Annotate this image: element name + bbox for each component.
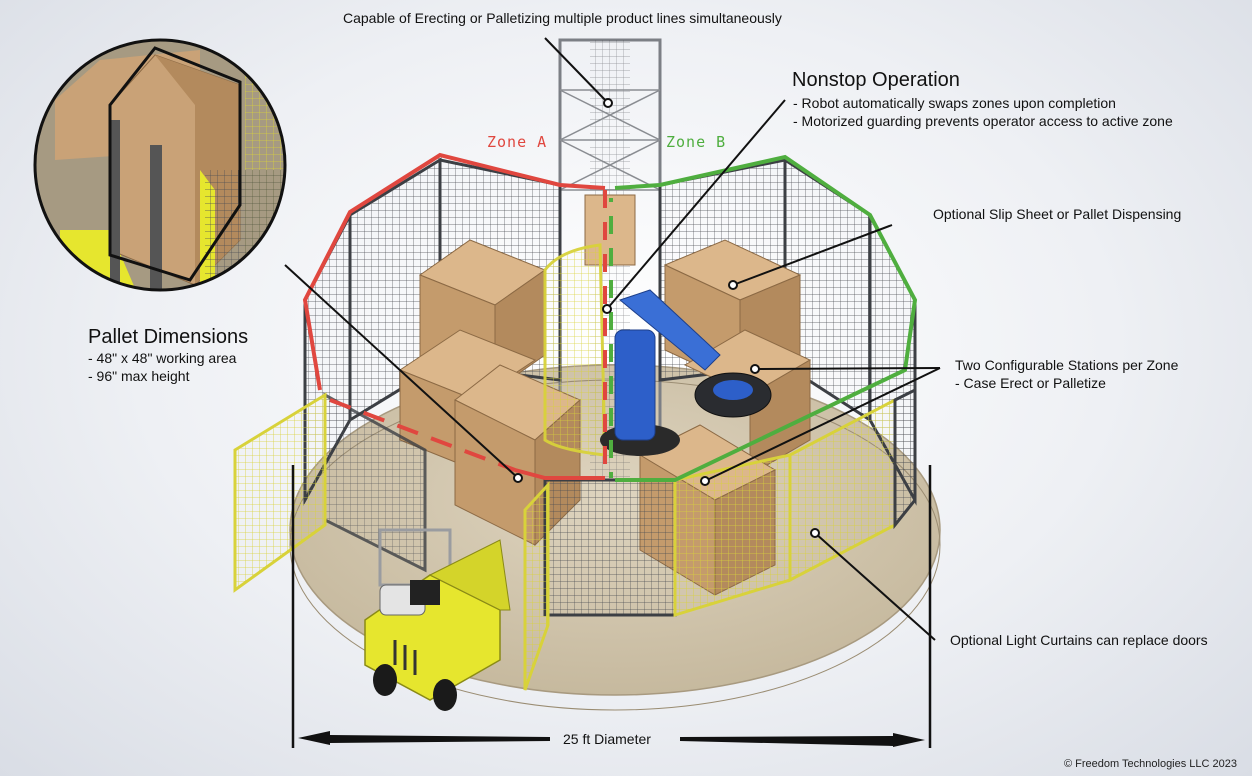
light-curtains-text: Optional Light Curtains can replace door… [950,632,1208,648]
nonstop-title: Nonstop Operation [792,69,960,91]
pallet-point-2: - 96" max height [88,368,190,384]
callout-lines [284,37,941,641]
stations-title: Two Configurable Stations per Zone [955,357,1179,373]
forklift [364,528,511,711]
zone-a-outline [302,152,607,480]
rotating-guard [543,243,607,457]
callout-dots [513,98,820,538]
nonstop-point-1: - Robot automatically swaps zones upon c… [793,95,1116,111]
zone-b-outline [609,154,918,482]
top-callout-text: Capable of Erecting or Palletizing multi… [343,10,782,26]
front-fence [233,387,917,691]
diameter-dimension [291,465,932,748]
diameter-label: 25 ft Diameter [563,731,651,747]
copyright: © Freedom Technologies LLC 2023 [1064,758,1238,770]
zone-a-label: Zone A [487,133,548,151]
pallet-point-1: - 48" x 48" working area [88,350,237,366]
robot-arm [600,289,772,456]
stations-point-1: - Case Erect or Palletize [955,375,1106,391]
slip-sheet-text: Optional Slip Sheet or Pallet Dispensing [933,206,1182,222]
nonstop-point-2: - Motorized guarding prevents operator a… [793,113,1173,129]
pallet-title: Pallet Dimensions [88,326,249,348]
pallet-zoom-inset [33,38,287,292]
zone-b-label: Zone B [666,133,727,151]
